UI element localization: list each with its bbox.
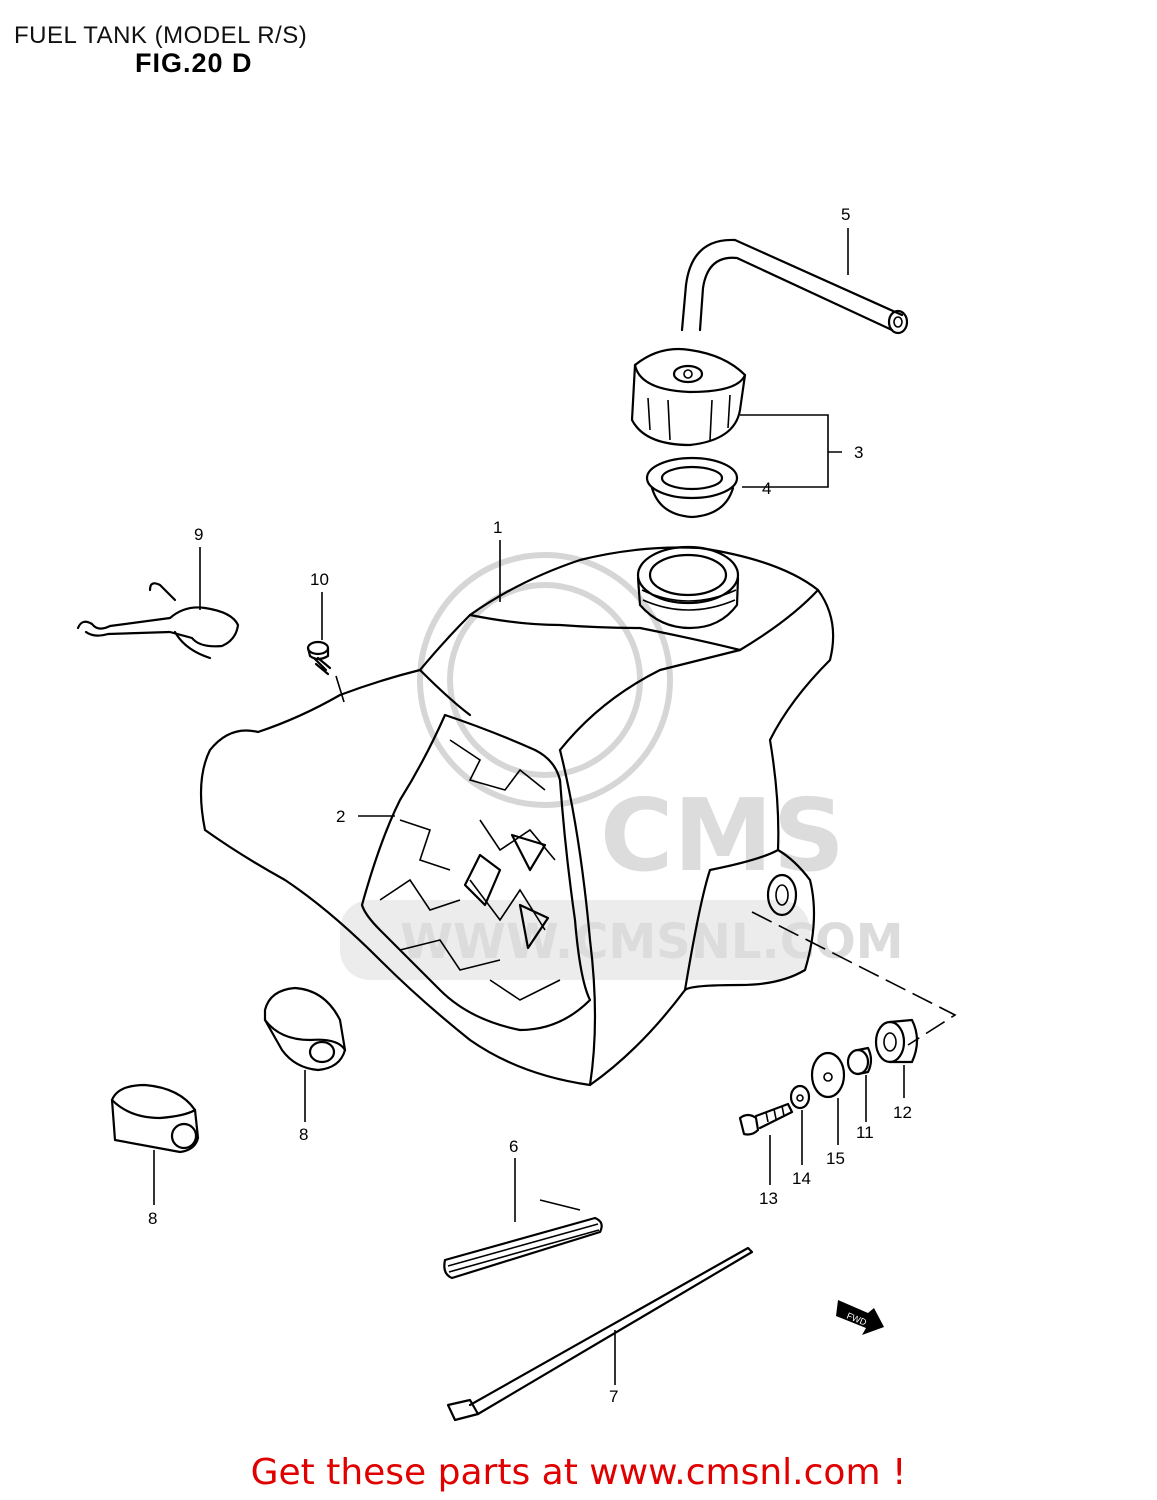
callout-13: 13: [759, 1189, 778, 1208]
callout-5: 5: [841, 205, 850, 224]
callout-7: 7: [609, 1387, 618, 1406]
part-protector-strip[interactable]: [443, 1199, 603, 1280]
callout-11: 11: [856, 1123, 874, 1142]
footer-link[interactable]: Get these parts at www.cmsnl.com !: [250, 1452, 907, 1493]
part-screw[interactable]: [306, 640, 332, 676]
part-breather-hose[interactable]: [680, 238, 909, 335]
callout-8-lower: 8: [148, 1209, 157, 1228]
callout-2: 2: [336, 807, 345, 826]
part-washer-large[interactable]: [810, 1051, 846, 1099]
part-damper-lower[interactable]: [110, 1083, 200, 1154]
part-cushion[interactable]: [874, 1018, 919, 1064]
part-collar[interactable]: [846, 1046, 873, 1076]
callout-1: 1: [493, 518, 502, 537]
leader-lines: [153, 228, 957, 1385]
callout-8-upper: 8: [299, 1125, 308, 1144]
part-cap-gasket[interactable]: [645, 456, 739, 519]
callout-9: 9: [194, 525, 203, 544]
part-damper-upper[interactable]: [263, 986, 347, 1072]
callout-10: 10: [310, 570, 329, 589]
part-clip[interactable]: [76, 582, 240, 660]
forward-direction-arrow: FWD: [836, 1300, 884, 1335]
watermark-text: CMS: [600, 777, 845, 894]
callout-numbers: 1 2 3 4 5 6 7 8 8 9 10 11 12 13 14 15: [148, 205, 912, 1406]
callout-6: 6: [509, 1137, 518, 1156]
watermark-url: WWW.CMSNL.COM: [400, 914, 904, 970]
part-fuel-cap[interactable]: [630, 347, 747, 447]
part-bolt[interactable]: [738, 1102, 794, 1136]
callout-12: 12: [893, 1103, 912, 1122]
part-tank-decal[interactable]: [360, 713, 592, 1032]
callout-14: 14: [792, 1169, 811, 1188]
callout-15: 15: [826, 1149, 845, 1168]
callout-4: 4: [762, 479, 771, 498]
part-cable-tie[interactable]: [446, 1246, 754, 1422]
part-washer-small[interactable]: [789, 1084, 811, 1110]
callout-3: 3: [854, 443, 863, 462]
diagram-title: FUEL TANK (MODEL R/S): [14, 22, 308, 49]
figure-number: FIG.20 D: [135, 48, 253, 78]
watermark-logo: CMS WWW.CMSNL.COM: [340, 552, 904, 980]
part-fuel-tank[interactable]: [199, 545, 835, 1087]
